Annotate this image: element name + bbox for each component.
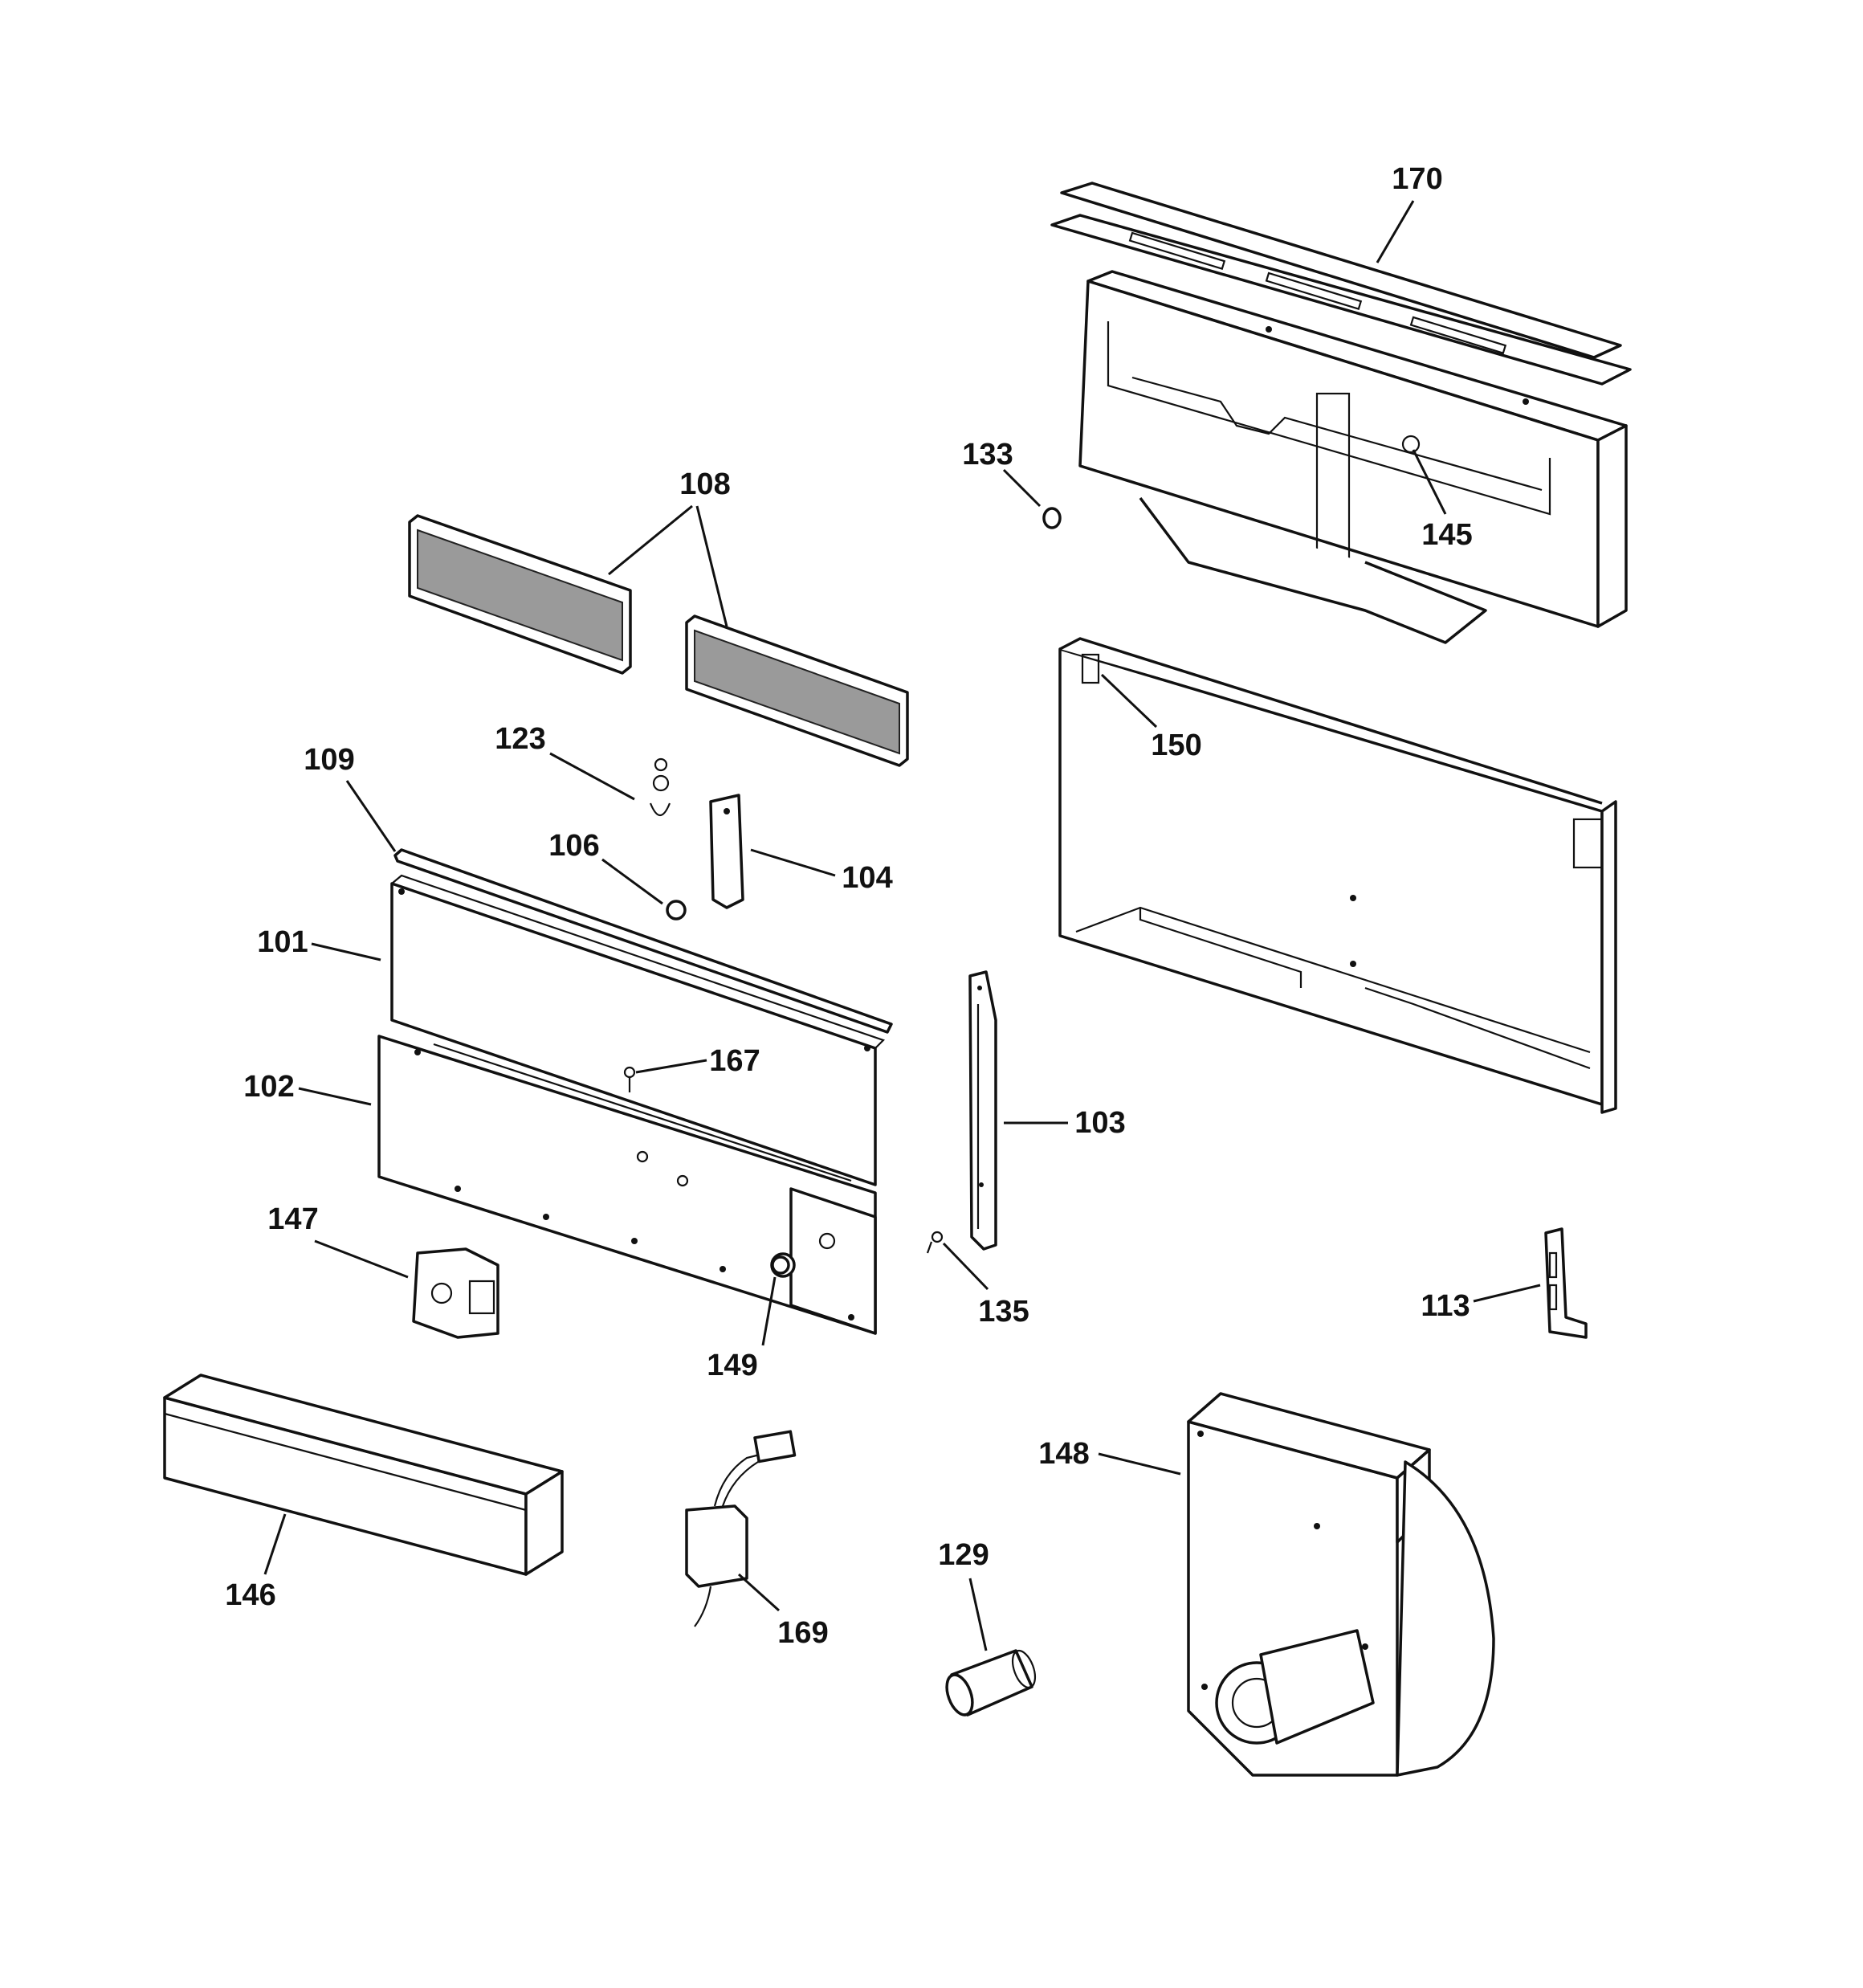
- leader-108a: [608, 504, 693, 576]
- leader-108b: [695, 505, 728, 627]
- leader-147: [314, 1239, 409, 1279]
- part-106-screw: [666, 900, 687, 921]
- label-133: 133: [962, 438, 1013, 471]
- label-113: 113: [1421, 1289, 1470, 1323]
- part-133-plug: [1042, 507, 1062, 529]
- part-129-capacitor: [945, 1649, 1037, 1717]
- part-150-lower-housing: [1058, 637, 1617, 1114]
- part-135-screw: [926, 1231, 944, 1254]
- leader-109: [345, 780, 397, 852]
- leader-113: [1473, 1284, 1541, 1303]
- leader-104: [750, 848, 836, 877]
- leader-lines: [263, 200, 1541, 1651]
- part-123-fastener: [649, 757, 671, 817]
- part-167-screw: [623, 1066, 636, 1092]
- label-103: 103: [1074, 1106, 1125, 1140]
- part-labels: 170 133 145 108 150 123 109 106 104 101 …: [225, 162, 1472, 1650]
- leader-150: [1100, 673, 1158, 729]
- leader-106: [601, 858, 663, 905]
- leader-129: [968, 1578, 988, 1651]
- leader-135: [942, 1242, 989, 1291]
- part-113-bracket: [1544, 1227, 1588, 1339]
- part-101-upper-panel: [390, 874, 886, 1186]
- label-145: 145: [1421, 518, 1472, 552]
- part-103-vertical-bracket: [968, 970, 997, 1251]
- part-148-blower: [1187, 1392, 1495, 1777]
- label-146: 146: [225, 1578, 275, 1612]
- leader-101: [311, 942, 381, 961]
- leader-102: [298, 1087, 372, 1106]
- part-146-duct-box: [163, 1374, 564, 1576]
- leader-170: [1376, 200, 1415, 263]
- leader-133: [1002, 468, 1042, 508]
- part-102-lower-panel: [377, 1035, 877, 1335]
- label-169: 169: [777, 1616, 828, 1650]
- part-108-filters: [408, 514, 909, 767]
- label-104: 104: [842, 861, 892, 895]
- label-106: 106: [548, 829, 599, 863]
- part-169-transformer: [685, 1430, 797, 1627]
- part-104-small-bracket: [709, 794, 744, 909]
- part-170-top-housing: [1050, 182, 1632, 644]
- label-150: 150: [1151, 729, 1201, 762]
- label-148: 148: [1038, 1437, 1089, 1471]
- leader-167: [635, 1059, 707, 1074]
- leader-123: [549, 752, 635, 801]
- label-167: 167: [709, 1044, 760, 1078]
- label-135: 135: [978, 1295, 1029, 1329]
- label-109: 109: [304, 743, 354, 777]
- leader-149: [761, 1276, 777, 1346]
- label-170: 170: [1392, 162, 1442, 196]
- label-101: 101: [257, 925, 308, 959]
- part-109-strip: [393, 848, 893, 1034]
- leader-146: [263, 1513, 287, 1575]
- leader-169: [737, 1573, 781, 1612]
- part-147-switch: [412, 1247, 499, 1339]
- label-108: 108: [679, 467, 730, 501]
- leader-148: [1098, 1452, 1181, 1476]
- label-102: 102: [243, 1070, 294, 1104]
- leader-145: [1412, 449, 1447, 515]
- label-147: 147: [267, 1202, 318, 1236]
- label-149: 149: [707, 1349, 757, 1382]
- label-129: 129: [938, 1538, 989, 1572]
- part-149-grommet: [771, 1255, 790, 1275]
- label-123: 123: [495, 722, 545, 756]
